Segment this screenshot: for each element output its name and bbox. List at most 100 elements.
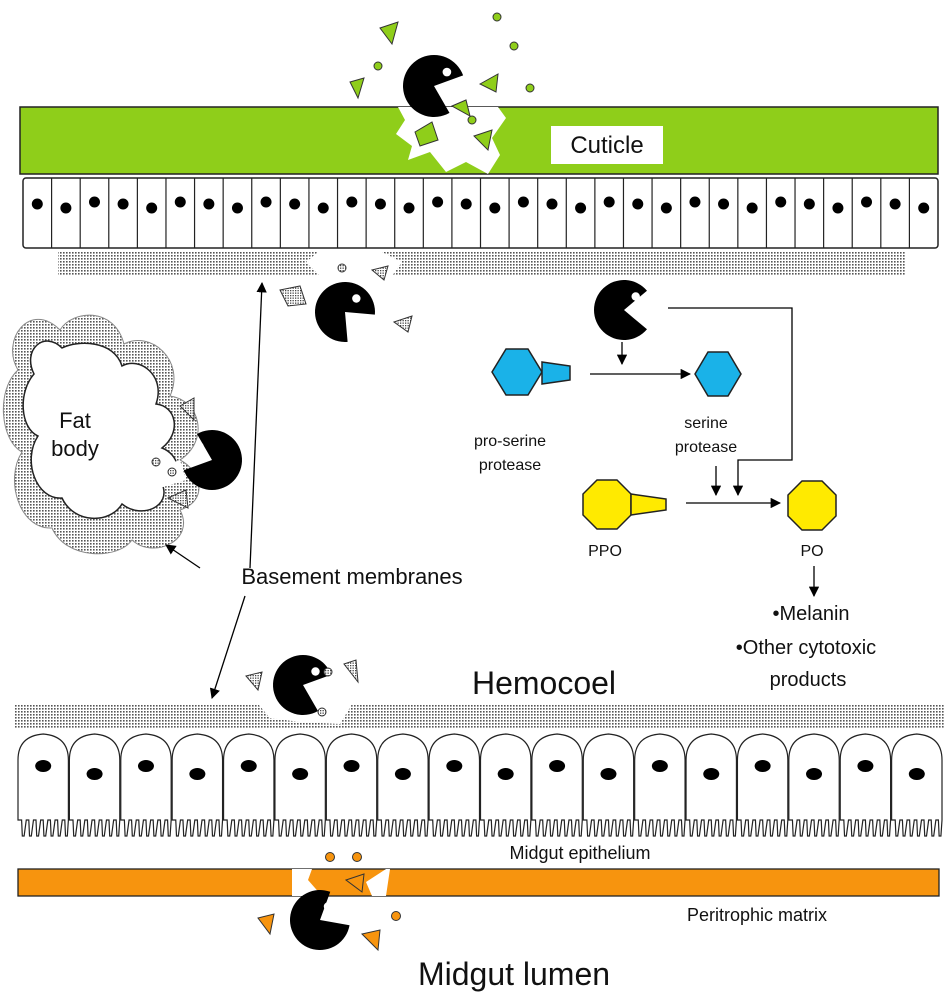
midgut-cell-nucleus [292, 768, 309, 780]
degraded-fragment-icon [344, 873, 365, 893]
fragment-group [151, 12, 535, 952]
degraded-fragment-icon [323, 667, 333, 677]
midgut-cell-nucleus [446, 760, 463, 772]
product-cytotoxic-line1: •Other cytotoxic [736, 637, 876, 659]
pac-man-enzyme-icon [315, 282, 375, 342]
degraded-fragment-icon [325, 852, 335, 862]
midgut-cell-nucleus [806, 768, 823, 780]
arrow-to-epidermal-membrane [249, 281, 267, 569]
cell-nucleus [918, 202, 930, 214]
po-shape [787, 480, 837, 531]
cell-nucleus [775, 196, 787, 208]
midgut-cell-nucleus [600, 768, 617, 780]
midgut-cell [582, 733, 635, 837]
degraded-fragment-icon [373, 61, 383, 71]
product-cytotoxic-line2: products [770, 669, 847, 691]
pac-man-enzyme-icon [594, 280, 647, 340]
fat-body [2, 314, 200, 555]
peritrophic-matrix-layer [17, 868, 940, 897]
arrow-to-fat-body-membrane [165, 544, 201, 569]
cell-nucleus [117, 198, 129, 210]
serine-protease-label-line2: protease [675, 439, 737, 456]
midgut-cell-nucleus [137, 760, 154, 772]
pac-man-enzyme-icon [273, 655, 332, 715]
midgut-cell [634, 733, 686, 837]
cell-nucleus [260, 196, 272, 208]
cell-nucleus [889, 198, 901, 210]
cell-nucleus [146, 202, 158, 214]
midgut-cell [377, 733, 429, 837]
midgut-cell-nucleus [497, 768, 514, 780]
basement-membrane-midgut [15, 704, 944, 728]
pac-man-enzyme-icon [183, 430, 243, 491]
pro-serine-protease-shape [491, 348, 571, 396]
ppo-shape [582, 479, 667, 530]
hemocoel-label: Hemocoel [472, 665, 616, 701]
midgut-cell-nucleus [86, 768, 103, 780]
degraded-fragment-icon [166, 489, 189, 509]
basement-membranes-label: Basement membranes [241, 564, 462, 589]
degraded-fragment-icon [370, 265, 389, 281]
serine-protease-shape [694, 351, 742, 397]
degraded-fragment-icon [352, 852, 362, 862]
midgut-cell-nucleus [549, 760, 566, 772]
enzyme-group [183, 55, 647, 950]
midgut-cell [325, 733, 378, 837]
degraded-fragment-icon [151, 457, 161, 467]
midgut-cell-nucleus [908, 768, 925, 780]
pac-man-enzyme-icon [402, 55, 464, 118]
cell-nucleus [603, 196, 615, 208]
enzyme-to-po-line [668, 307, 793, 497]
midgut-cell-nucleus [189, 768, 206, 780]
midgut-cell [68, 733, 121, 837]
cell-nucleus [460, 198, 472, 210]
degraded-fragment-icon [317, 707, 327, 717]
midgut-cell [274, 733, 326, 837]
cell-nucleus [203, 198, 215, 210]
midgut-cell [222, 733, 275, 837]
midgut-cell [17, 733, 69, 837]
product-melanin: •Melanin [772, 603, 849, 625]
midgut-epithelium-cells [17, 733, 943, 837]
degraded-fragment-icon [478, 73, 499, 93]
degraded-fragment-icon [245, 671, 263, 692]
midgut-cell [428, 733, 481, 837]
degraded-fragment-icon [361, 929, 381, 952]
cell-nucleus [803, 198, 815, 210]
midgut-cell-nucleus [651, 760, 668, 772]
fat-body-label-line2: body [51, 436, 99, 461]
degraded-fragment-icon [379, 21, 399, 46]
fat-body-label-line1: Fat [59, 408, 91, 433]
peritrophic-matrix-label: Peritrophic matrix [687, 905, 827, 925]
midgut-cell [891, 733, 943, 837]
cell-nucleus [718, 198, 730, 210]
midgut-cell [839, 733, 892, 837]
cell-nucleus [517, 196, 529, 208]
cell-nucleus [489, 202, 501, 214]
degraded-fragment-icon [337, 263, 347, 273]
degraded-fragment-icon [257, 913, 275, 936]
midgut-lumen-label: Midgut lumen [418, 956, 610, 992]
midgut-epithelium-label: Midgut epithelium [509, 843, 650, 863]
cell-nucleus [88, 196, 100, 208]
degraded-fragment-icon [392, 315, 413, 333]
degraded-fragment-icon [391, 911, 401, 921]
cell-nucleus [403, 202, 415, 214]
pac-man-enzyme-icon [290, 890, 350, 950]
degraded-fragment-icon [279, 285, 307, 307]
degraded-fragment-icon [473, 129, 493, 152]
basement-membrane-epidermis [58, 252, 906, 276]
midgut-cell [171, 733, 224, 837]
degraded-fragment-icon [179, 397, 195, 422]
cell-nucleus [231, 202, 243, 214]
cell-nucleus [660, 202, 672, 214]
cell-nucleus [60, 202, 72, 214]
cell-nucleus [289, 198, 301, 210]
cell-nucleus [31, 198, 43, 210]
cell-nucleus [174, 196, 186, 208]
midgut-cell-nucleus [35, 760, 52, 772]
midgut-cell-nucleus [703, 768, 720, 780]
po-label: PO [800, 543, 823, 560]
cell-nucleus [746, 202, 758, 214]
